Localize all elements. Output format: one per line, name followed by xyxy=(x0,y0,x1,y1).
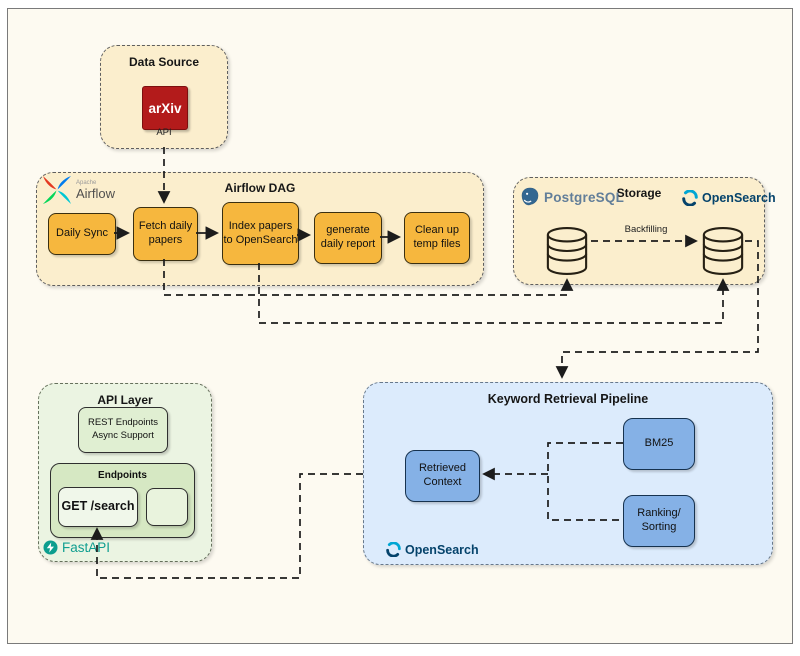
task-daily-sync: Daily Sync xyxy=(48,213,116,255)
airflow-dag-title: Airflow DAG xyxy=(224,181,296,195)
retrieved-context-node: Retrieved Context xyxy=(405,450,480,502)
postgresql-logo: PostgreSQL xyxy=(520,187,624,207)
postgresql-elephant-icon xyxy=(521,187,539,206)
airflow-logo: Apache Airflow xyxy=(42,175,115,205)
airflow-logo-text: Airflow xyxy=(76,186,116,201)
opensearch-logo-storage: OpenSearch xyxy=(682,190,776,206)
endpoints-title: Endpoints xyxy=(98,470,147,481)
opensearch-logo-text-pipeline: OpenSearch xyxy=(405,542,479,557)
rest-endpoints-node: REST Endpoints Async Support xyxy=(78,407,168,453)
task-generate-report: generate daily report xyxy=(314,212,382,264)
opensearch-swirl-icon-pipeline xyxy=(386,542,401,557)
opensearch-swirl-icon xyxy=(682,190,698,206)
database-icon-opensearch xyxy=(702,226,744,276)
api-layer-title: API Layer xyxy=(97,393,153,407)
bm25-node: BM25 xyxy=(623,418,695,470)
arxiv-logo: arXiv xyxy=(142,86,188,130)
airflow-logo-small-text: Apache xyxy=(76,180,97,186)
fastapi-logo-text: FastAPI xyxy=(62,540,111,555)
api-label: API xyxy=(156,127,172,138)
keyword-pipeline-title: Keyword Retrieval Pipeline xyxy=(487,392,649,406)
postgresql-logo-text: PostgreSQL xyxy=(544,189,625,205)
ranking-sorting-node: Ranking/ Sorting xyxy=(623,495,695,547)
database-icon-postgres xyxy=(546,226,588,276)
task-index-papers: Index papers to OpenSearch xyxy=(222,202,299,265)
storage-title: Storage xyxy=(616,186,662,200)
fastapi-bolt-icon xyxy=(43,540,58,555)
task-fetch-daily-papers: Fetch daily papers xyxy=(133,207,198,261)
task-clean-up: Clean up temp files xyxy=(404,212,470,264)
get-search-node: GET /search xyxy=(58,487,138,527)
opensearch-logo-pipeline: OpenSearch xyxy=(386,542,479,557)
backfilling-label: Backfilling xyxy=(624,224,668,235)
airflow-pinwheel-icon xyxy=(43,176,71,204)
endpoint-placeholder-box xyxy=(146,488,188,526)
data-source-title: Data Source xyxy=(128,55,200,69)
opensearch-logo-text-storage: OpenSearch xyxy=(702,191,776,205)
arxiv-logo-text: arXiv xyxy=(148,100,182,116)
fastapi-logo: FastAPI xyxy=(43,540,110,555)
